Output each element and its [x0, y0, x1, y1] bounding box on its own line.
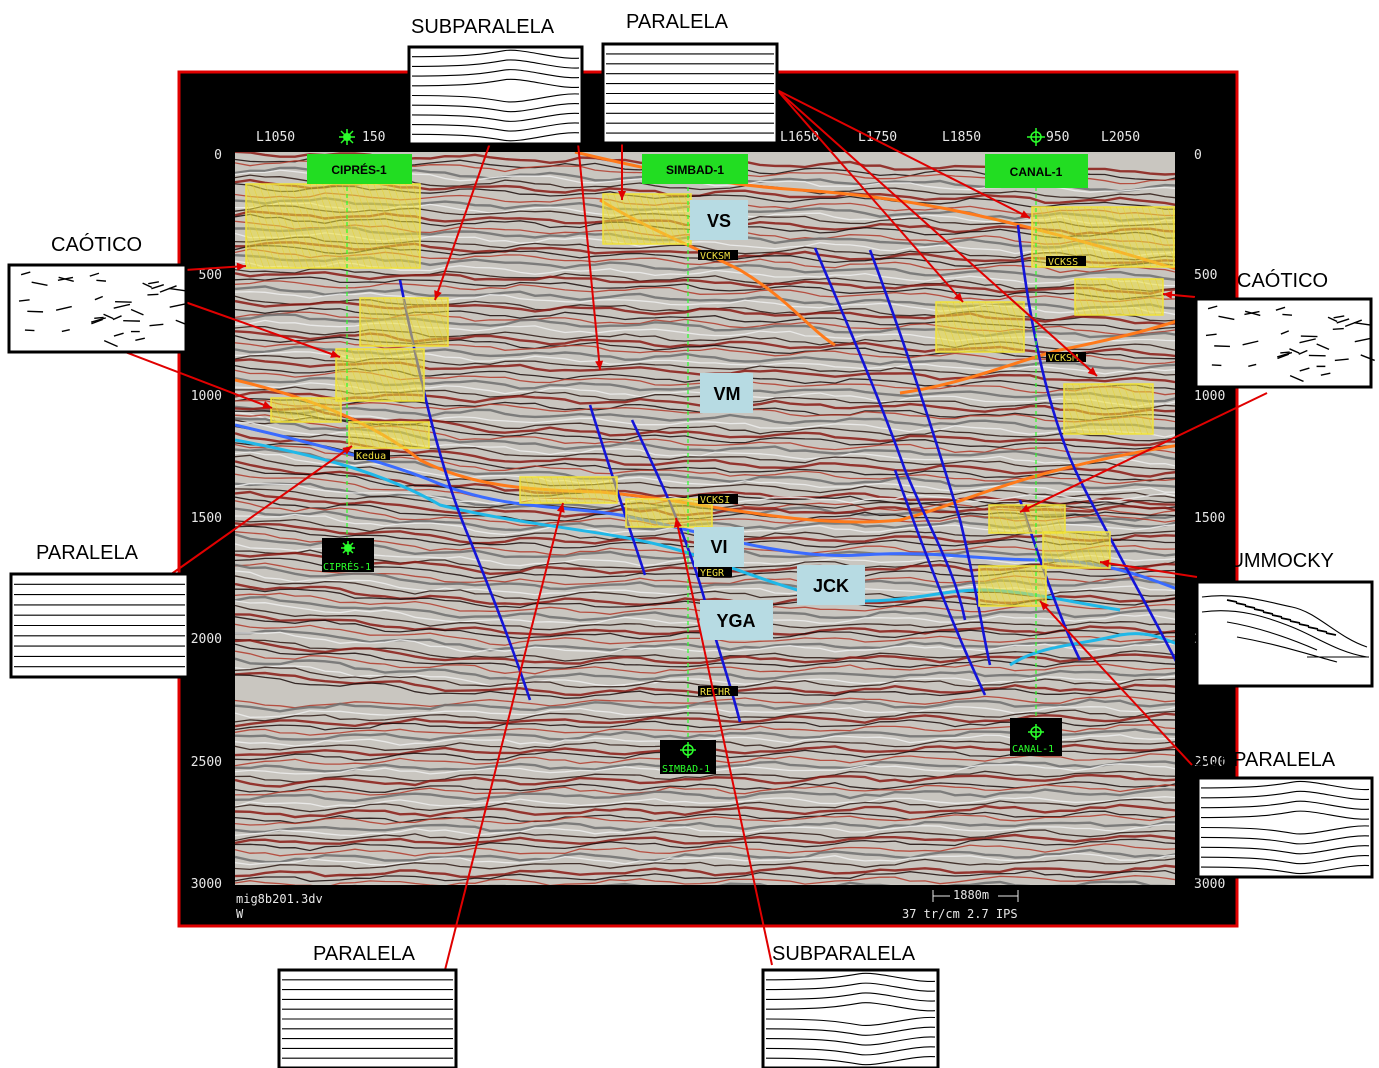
fault-line: [588, 404, 647, 576]
svg-text:VI: VI: [710, 537, 727, 557]
well-bottom-label: CANAL-1: [1012, 744, 1054, 755]
top-line-labels: L1050 150 L1650 L1750 L1850 950 L2050: [256, 128, 1140, 146]
top-label: 950: [1046, 130, 1069, 145]
callout-label: PARALELA: [36, 542, 139, 564]
seismic-facies-highlight: [270, 397, 342, 423]
depth-tick: 2000: [191, 632, 222, 647]
depth-tick: 1000: [1194, 389, 1225, 404]
well-bottom-simbad: SIMBAD-1: [660, 740, 716, 775]
horizon-marker: VCKSM: [700, 251, 730, 262]
horizon-marker: YEGR: [700, 568, 725, 579]
horizon-marker: Kedua: [356, 451, 386, 462]
depth-axis-right: 0 500 1000 1500 2000 2500 3000: [1194, 148, 1225, 892]
seismic-facies-highlight: [1074, 278, 1164, 316]
fault-line: [813, 247, 967, 621]
callout-label: CAÓTICO: [1237, 269, 1328, 292]
top-label: L1650: [780, 130, 819, 145]
callout-box-hummocky: [1195, 580, 1374, 688]
fault-line: [1016, 224, 1175, 663]
well-symbol-icon: [339, 129, 355, 145]
seismic-facies-highlight: [335, 348, 425, 402]
seismic-facies-highlight: [359, 297, 449, 347]
well-bottom-label: SIMBAD-1: [662, 764, 710, 775]
depth-axis-left: 0 500 1000 1500 2000 2500 3000: [191, 148, 222, 892]
well-label-cipres: CIPRÉS-1: [307, 154, 412, 184]
footer-direction: W: [236, 907, 244, 921]
seismic-facies-highlight: [519, 476, 618, 504]
depth-tick: 2500: [1194, 755, 1225, 770]
horizon-markers: VCKSM VCKSI YEGR RECHR VCKSS VCKSM Kedua: [354, 250, 1086, 698]
callout-label: CAÓTICO: [51, 233, 142, 256]
depth-tick: 2500: [191, 755, 222, 770]
svg-text:JCK: JCK: [813, 576, 849, 596]
depth-tick: 500: [199, 268, 222, 283]
callout-label: SUBPARALELA: [772, 943, 916, 965]
top-label: L1750: [858, 130, 897, 145]
top-label: L2050: [1101, 130, 1140, 145]
well-label-canal: CANAL-1: [985, 154, 1088, 188]
callout-box-paralela: [9, 572, 190, 679]
well-name: CANAL-1: [1010, 165, 1063, 179]
depth-tick: 1000: [191, 389, 222, 404]
svg-text:VS: VS: [707, 211, 731, 231]
unit-label-vi: VI: [694, 527, 744, 567]
seismic-facies-highlight: [348, 421, 430, 449]
depth-tick: 1500: [191, 511, 222, 526]
depth-tick: 3000: [1194, 877, 1225, 892]
top-label: L1050: [256, 130, 295, 145]
seismic-facies-highlight: [602, 193, 692, 245]
seismic-facies-highlight: [978, 565, 1047, 607]
svg-text:VM: VM: [714, 384, 741, 404]
seismic-facies-highlight: [1063, 383, 1154, 435]
seismic-facies-highlight: [625, 498, 713, 528]
fault-line: [893, 469, 987, 696]
callout-label: HUMMOCKY: [1215, 550, 1334, 572]
callout-box-subparalela: [761, 968, 940, 1068]
well-bottom-canal: CANAL-1: [1010, 718, 1062, 756]
top-label: L1850: [942, 130, 981, 145]
well-bottom-cipres: CIPRÉS-1: [322, 538, 374, 573]
horizon-line: [899, 320, 1175, 395]
scale-bar-label: 1880m: [953, 888, 989, 902]
unit-label-vm: VM: [700, 373, 753, 413]
seismic-facies-highlight: [935, 301, 1025, 353]
callout-box-paralela: [601, 42, 779, 145]
callout-box-caotico: [7, 263, 190, 354]
callout-box-paralela: [277, 968, 458, 1068]
unit-label-yga: YGA: [700, 600, 773, 640]
svg-text:YGA: YGA: [716, 611, 755, 631]
well-name: CIPRÉS-1: [331, 162, 387, 177]
well-symbol-icon: [1027, 128, 1045, 146]
callout-label: PARALELA: [313, 943, 416, 965]
callout-label: PARALELA: [626, 11, 729, 33]
seismic-facies-highlight: [1042, 531, 1111, 569]
unit-label-jck: JCK: [797, 565, 865, 605]
depth-tick: 0: [1194, 148, 1202, 163]
horizon-marker: RECHR: [700, 687, 731, 698]
well-name: SIMBAD-1: [666, 163, 724, 177]
callout-label: SUBPARALELA: [1192, 749, 1336, 771]
depth-tick: 500: [1194, 268, 1217, 283]
callout-box-subparalela: [1196, 776, 1374, 879]
well-bottom-label: CIPRÉS-1: [323, 560, 371, 573]
horizon-marker: VCKSI: [700, 495, 730, 506]
scale-bar: 1880m: [932, 887, 1019, 902]
unit-label-vs: VS: [690, 200, 748, 240]
top-label: 150: [362, 130, 385, 145]
seismic-facies-highlight: [245, 183, 421, 269]
depth-tick: 3000: [191, 877, 222, 892]
callout-box-caotico: [1194, 297, 1375, 389]
horizon-marker: VCKSM: [1048, 353, 1078, 364]
depth-tick: 1500: [1194, 511, 1225, 526]
horizon-marker: VCKSS: [1048, 257, 1078, 268]
depth-tick: 0: [214, 148, 222, 163]
callout-box-subparalela: [407, 45, 584, 146]
footer-trace-spacing: 37 tr/cm 2.7 IPS: [902, 907, 1018, 921]
callout-arrows: [119, 89, 1268, 971]
well-label-simbad: SIMBAD-1: [642, 154, 748, 184]
callout-label: SUBPARALELA: [411, 16, 555, 38]
fault-line: [868, 249, 992, 666]
footer-filename: mig8b201.3dv: [236, 892, 323, 906]
